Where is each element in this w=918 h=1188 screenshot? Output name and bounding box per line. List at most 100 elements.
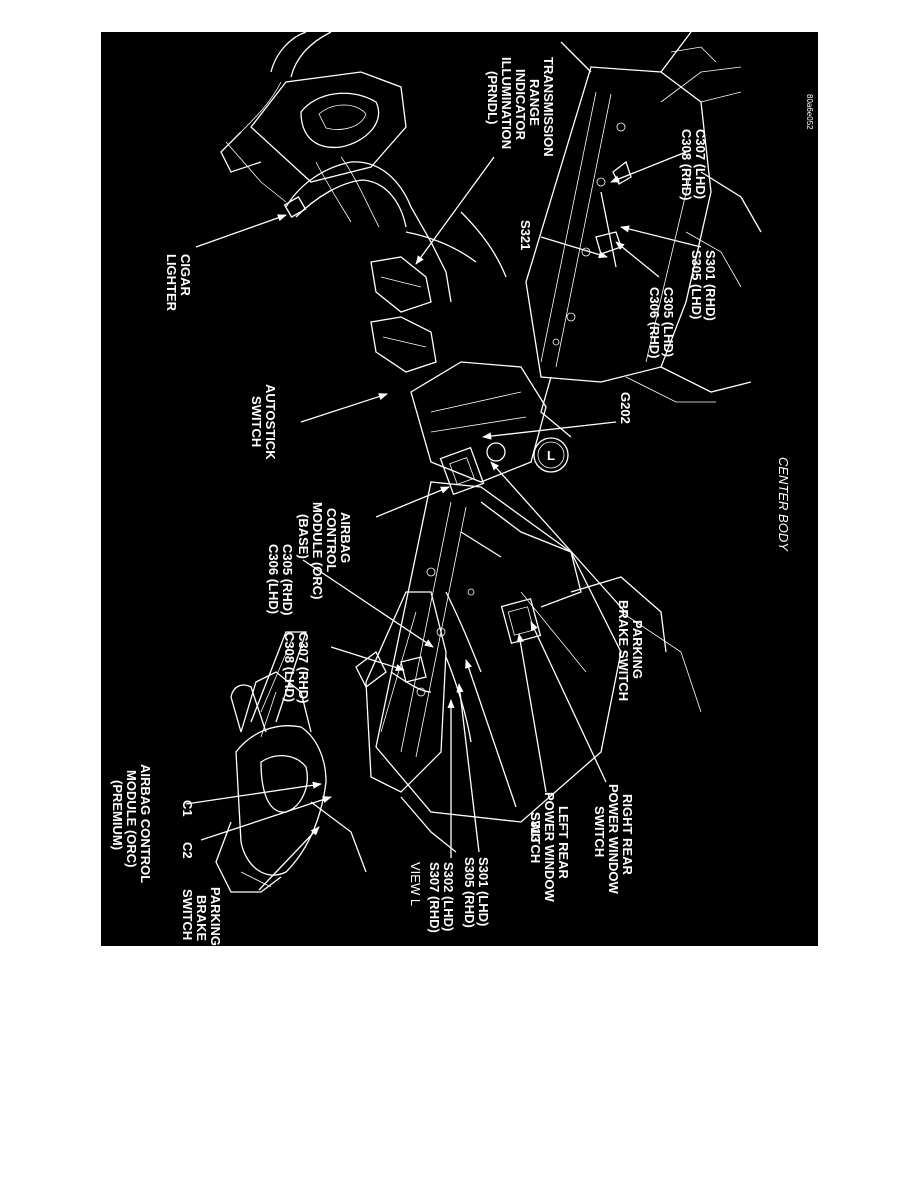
svg-text:PARKING: PARKING: [208, 887, 223, 946]
left-rear-sill: [355, 591, 472, 853]
svg-text:AIRBAG: AIRBAG: [338, 512, 353, 563]
label-view-l: VIEW L: [408, 862, 423, 906]
leader-parking-brake-right: [490, 461, 629, 616]
svg-text:LIGHTER: LIGHTER: [164, 254, 179, 312]
svg-text:(PRNDL): (PRNDL): [485, 71, 500, 124]
svg-text:C306 (RHD): C306 (RHD): [647, 287, 662, 359]
label-autostick: AUTOSTICK SWITCH: [249, 384, 278, 460]
svg-text:C307 (LHD): C307 (LHD): [693, 129, 708, 199]
svg-text:SWITCH: SWITCH: [249, 396, 264, 447]
svg-text:MODULE (ORC): MODULE (ORC): [310, 502, 325, 600]
svg-text:CIGAR: CIGAR: [178, 254, 193, 297]
svg-text:S305 (RHD): S305 (RHD): [462, 857, 477, 928]
center-console: [410, 361, 582, 608]
svg-text:C308 (LHD): C308 (LHD): [282, 632, 297, 702]
leader-s301-top: [620, 225, 702, 248]
detail-callout: L: [533, 437, 569, 473]
dash-bracket: [220, 32, 407, 203]
right-floor-panel: [525, 46, 742, 383]
leader-cigar-lighter: [195, 214, 287, 248]
label-parking-brake-right: PARKING BRAKE SWITCH: [616, 600, 645, 701]
svg-text:S301 (LHD): S301 (LHD): [476, 857, 491, 926]
leader-s301-bottom: [456, 683, 480, 853]
svg-text:(PREMIUM): (PREMIUM): [110, 780, 125, 850]
label-g202: G202: [618, 392, 633, 424]
svg-text:TRANSMISSION: TRANSMISSION: [541, 57, 556, 157]
label-c305-mid: C305 (RHD) C306 (LHD): [266, 544, 295, 616]
parking-brake-handle: [230, 631, 307, 733]
caption-center-body: CENTER BODY: [776, 457, 791, 552]
svg-text:VIEW L: VIEW L: [408, 862, 423, 906]
leader-right-rear-window: [530, 621, 607, 783]
leader-c307-top: [610, 149, 692, 183]
svg-text:C1: C1: [180, 800, 195, 817]
svg-text:SWITCH: SWITCH: [180, 889, 195, 940]
svg-text:(BASE): (BASE): [296, 514, 311, 559]
label-right-rear-window: RIGHT REAR POWER WINDOW SWITCH: [592, 784, 635, 894]
svg-text:CONTROL: CONTROL: [324, 508, 339, 572]
leader-s313: [465, 659, 517, 808]
svg-text:AUTOSTICK: AUTOSTICK: [263, 384, 278, 460]
label-s301-top: S301 (RHD) S305 (LHD): [689, 250, 718, 321]
svg-text:CENTER BODY: CENTER BODY: [776, 457, 791, 552]
leader-g202: [482, 421, 617, 440]
parking-brake-assembly: [215, 671, 367, 893]
svg-text:C307 (RHD): C307 (RHD): [296, 632, 311, 704]
svg-text:ILLUMINATION: ILLUMINATION: [499, 57, 514, 149]
label-cigar-lighter: CIGAR LIGHTER: [164, 254, 193, 312]
lower-sill: [375, 481, 702, 823]
svg-text:RANGE: RANGE: [527, 79, 542, 126]
svg-text:INDICATOR: INDICATOR: [513, 69, 528, 141]
label-c307-mid: C307 (RHD) C308 (LHD): [282, 632, 311, 704]
leader-s321: [540, 236, 608, 259]
upper-harness: [283, 156, 507, 373]
leader-c305-mid: [302, 559, 434, 648]
label-s313: S313: [528, 812, 543, 842]
svg-text:LEFT REAR: LEFT REAR: [556, 806, 571, 880]
svg-text:AIRBAG CONTROL: AIRBAG CONTROL: [138, 764, 153, 883]
label-s321: S321: [518, 220, 533, 250]
label-c305-top: C305 (LHD) C306 (RHD): [647, 287, 676, 359]
svg-text:S302 (LHD): S302 (LHD): [441, 862, 456, 931]
vehicle-line-art: L: [215, 32, 814, 893]
svg-text:BRAKE SWITCH: BRAKE SWITCH: [616, 600, 631, 701]
svg-text:C2: C2: [180, 842, 195, 859]
leader-c305-top: [615, 241, 660, 278]
leader-airbag-base: [375, 486, 450, 518]
diagram-panel: L: [101, 32, 818, 946]
leader-lines: [185, 149, 702, 891]
svg-text:S301 (RHD): S301 (RHD): [703, 250, 718, 321]
label-c2: C2: [180, 842, 195, 859]
svg-text:BRAKE: BRAKE: [194, 895, 209, 942]
label-transmission-range: TRANSMISSION RANGE INDICATOR ILLUMINATIO…: [485, 57, 556, 157]
svg-text:S313: S313: [528, 812, 543, 842]
leader-c2: [200, 796, 332, 841]
leader-c307-mid: [330, 646, 405, 672]
label-airbag-premium: AIRBAG CONTROL MODULE (ORC) (PREMIUM): [110, 764, 153, 883]
svg-text:C305 (LHD): C305 (LHD): [661, 287, 676, 357]
svg-text:SWITCH: SWITCH: [592, 806, 607, 857]
label-s301-bottom: S301 (LHD) S305 (RHD): [462, 857, 491, 928]
svg-text:C308 (RHD): C308 (RHD): [679, 129, 694, 201]
svg-text:MODULE (ORC): MODULE (ORC): [124, 770, 139, 868]
detail-letter-label: L: [547, 448, 555, 463]
svg-text:S321: S321: [518, 220, 533, 250]
svg-text:S305 (LHD): S305 (LHD): [689, 250, 704, 319]
label-c1: C1: [180, 800, 195, 817]
leader-parking-brake-left: [258, 826, 320, 891]
label-airbag-base: AIRBAG CONTROL MODULE (ORC) (BASE): [296, 502, 353, 600]
svg-text:RIGHT REAR: RIGHT REAR: [620, 794, 635, 876]
svg-text:G202: G202: [618, 392, 633, 424]
leader-c1: [185, 781, 322, 805]
label-s302: S302 (LHD) S307 (RHD): [427, 862, 456, 933]
svg-text:POWER WINDOW: POWER WINDOW: [542, 792, 557, 902]
svg-text:S307 (RHD): S307 (RHD): [427, 862, 442, 933]
leader-autostick: [300, 393, 388, 423]
right-trim: [540, 32, 762, 438]
label-c307-top: C307 (LHD) C308 (RHD): [679, 129, 708, 201]
svg-text:C305 (RHD): C305 (RHD): [280, 544, 295, 616]
label-parking-brake-left: PARKING BRAKE SWITCH: [180, 887, 223, 946]
svg-text:SWITCH: SWITCH: [528, 812, 543, 863]
svg-text:C306 (LHD): C306 (LHD): [266, 544, 281, 614]
label-left-rear-window: LEFT REAR POWER WINDOW SWITCH: [528, 792, 571, 902]
